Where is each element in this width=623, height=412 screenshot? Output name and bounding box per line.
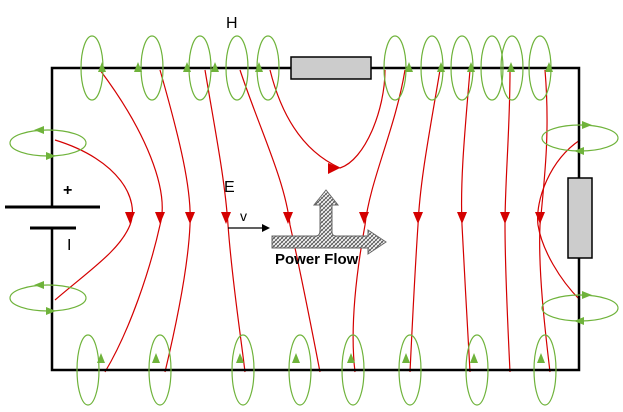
h-loop-left-top: [9, 129, 87, 157]
e-arrowhead-2: [155, 212, 165, 224]
e-arrowhead-3: [185, 212, 195, 224]
e-line-5: [239, 69, 321, 373]
h-arrowhead-t1: [98, 62, 106, 72]
e-line-1: [54, 139, 134, 301]
h-arrowhead-b4: [292, 353, 300, 363]
h-loop-bottom-3: [231, 334, 255, 406]
h-arrowhead-r1: [582, 121, 592, 129]
h-loop-top-2: [140, 35, 164, 101]
h-loop-bottom-7: [465, 334, 489, 406]
battery-plus-label: +: [63, 182, 72, 199]
current-label: I: [67, 237, 71, 254]
e-line-9: [460, 69, 471, 373]
h-loop-bottom-4: [288, 334, 312, 406]
power-flow-label: Power Flow: [275, 251, 359, 268]
h-arrowhead-t9: [507, 62, 515, 72]
resistor-right: [567, 177, 593, 259]
h-arrowhead-t8: [467, 62, 475, 72]
h-arrowhead-r2: [574, 147, 584, 155]
h-arrowhead-r3: [582, 291, 592, 299]
e-field-label: E: [224, 179, 235, 196]
h-loop-bottom-5: [341, 334, 365, 406]
h-arrowhead-r4: [574, 317, 584, 325]
e-arrowhead-5: [283, 212, 293, 224]
h-loop-top-10: [500, 35, 524, 101]
h-arrowhead-b3: [236, 353, 244, 363]
h-arrowhead-l2: [46, 152, 56, 160]
h-arrowhead-t6: [405, 62, 413, 72]
e-arrowhead-4: [221, 212, 231, 224]
h-arrowhead-b5: [347, 353, 355, 363]
wire-top-left: [50, 66, 291, 180]
e-arrowhead-9: [457, 212, 467, 224]
e-arrowhead-11: [535, 212, 545, 224]
velocity-arrow: [228, 224, 270, 232]
h-arrowhead-t10: [545, 62, 553, 72]
e-line-12: [537, 139, 581, 301]
h-field-arrowheads: [34, 62, 592, 363]
h-loop-bottom-8: [533, 334, 557, 406]
h-loop-left-bottom: [9, 284, 87, 312]
h-loop-top-4: [225, 35, 249, 101]
h-loop-bottom-6: [398, 334, 422, 406]
h-loop-bottom-1: [76, 334, 100, 406]
h-arrowhead-b8: [537, 353, 545, 363]
e-line-8: [409, 69, 441, 373]
e-field-lines: [54, 69, 581, 373]
h-arrowhead-t5: [255, 62, 263, 72]
e-arrowhead-10: [500, 212, 510, 224]
h-field-loops: [9, 35, 619, 406]
e-line-3: [159, 69, 191, 373]
e-line-4: [204, 69, 246, 373]
power-flow-arrow: [271, 189, 387, 255]
h-arrowhead-l1: [34, 126, 44, 134]
e-arrowhead-1: [125, 212, 135, 224]
h-arrowhead-b2: [152, 353, 160, 363]
h-field-label: H: [226, 15, 238, 32]
h-arrowhead-l4: [46, 307, 56, 315]
e-line-2: [99, 69, 163, 373]
h-arrowhead-b1: [97, 353, 105, 363]
e-line-6: [269, 69, 386, 169]
h-arrowhead-t2: [134, 62, 142, 72]
velocity-label: v: [240, 208, 247, 224]
e-arrowhead-8: [413, 212, 423, 224]
e-line-11: [539, 69, 551, 373]
e-arrowhead-6: [328, 163, 340, 174]
h-loop-top-6: [383, 35, 407, 101]
e-arrowhead-7: [359, 212, 369, 224]
h-arrowhead-b6: [402, 353, 410, 363]
e-field-arrowheads: [125, 163, 545, 224]
h-loop-bottom-2: [148, 334, 172, 406]
h-loop-top-9: [480, 35, 504, 101]
h-arrowhead-t7: [437, 62, 445, 72]
e-line-7: [352, 69, 406, 373]
h-arrowhead-t4: [211, 62, 219, 72]
h-arrowhead-b7: [470, 353, 478, 363]
h-arrowhead-l3: [34, 281, 44, 289]
wire-right-lower: [50, 253, 581, 372]
resistor-top: [290, 56, 372, 80]
e-line-10: [504, 69, 511, 373]
h-arrowhead-t3: [183, 62, 191, 72]
